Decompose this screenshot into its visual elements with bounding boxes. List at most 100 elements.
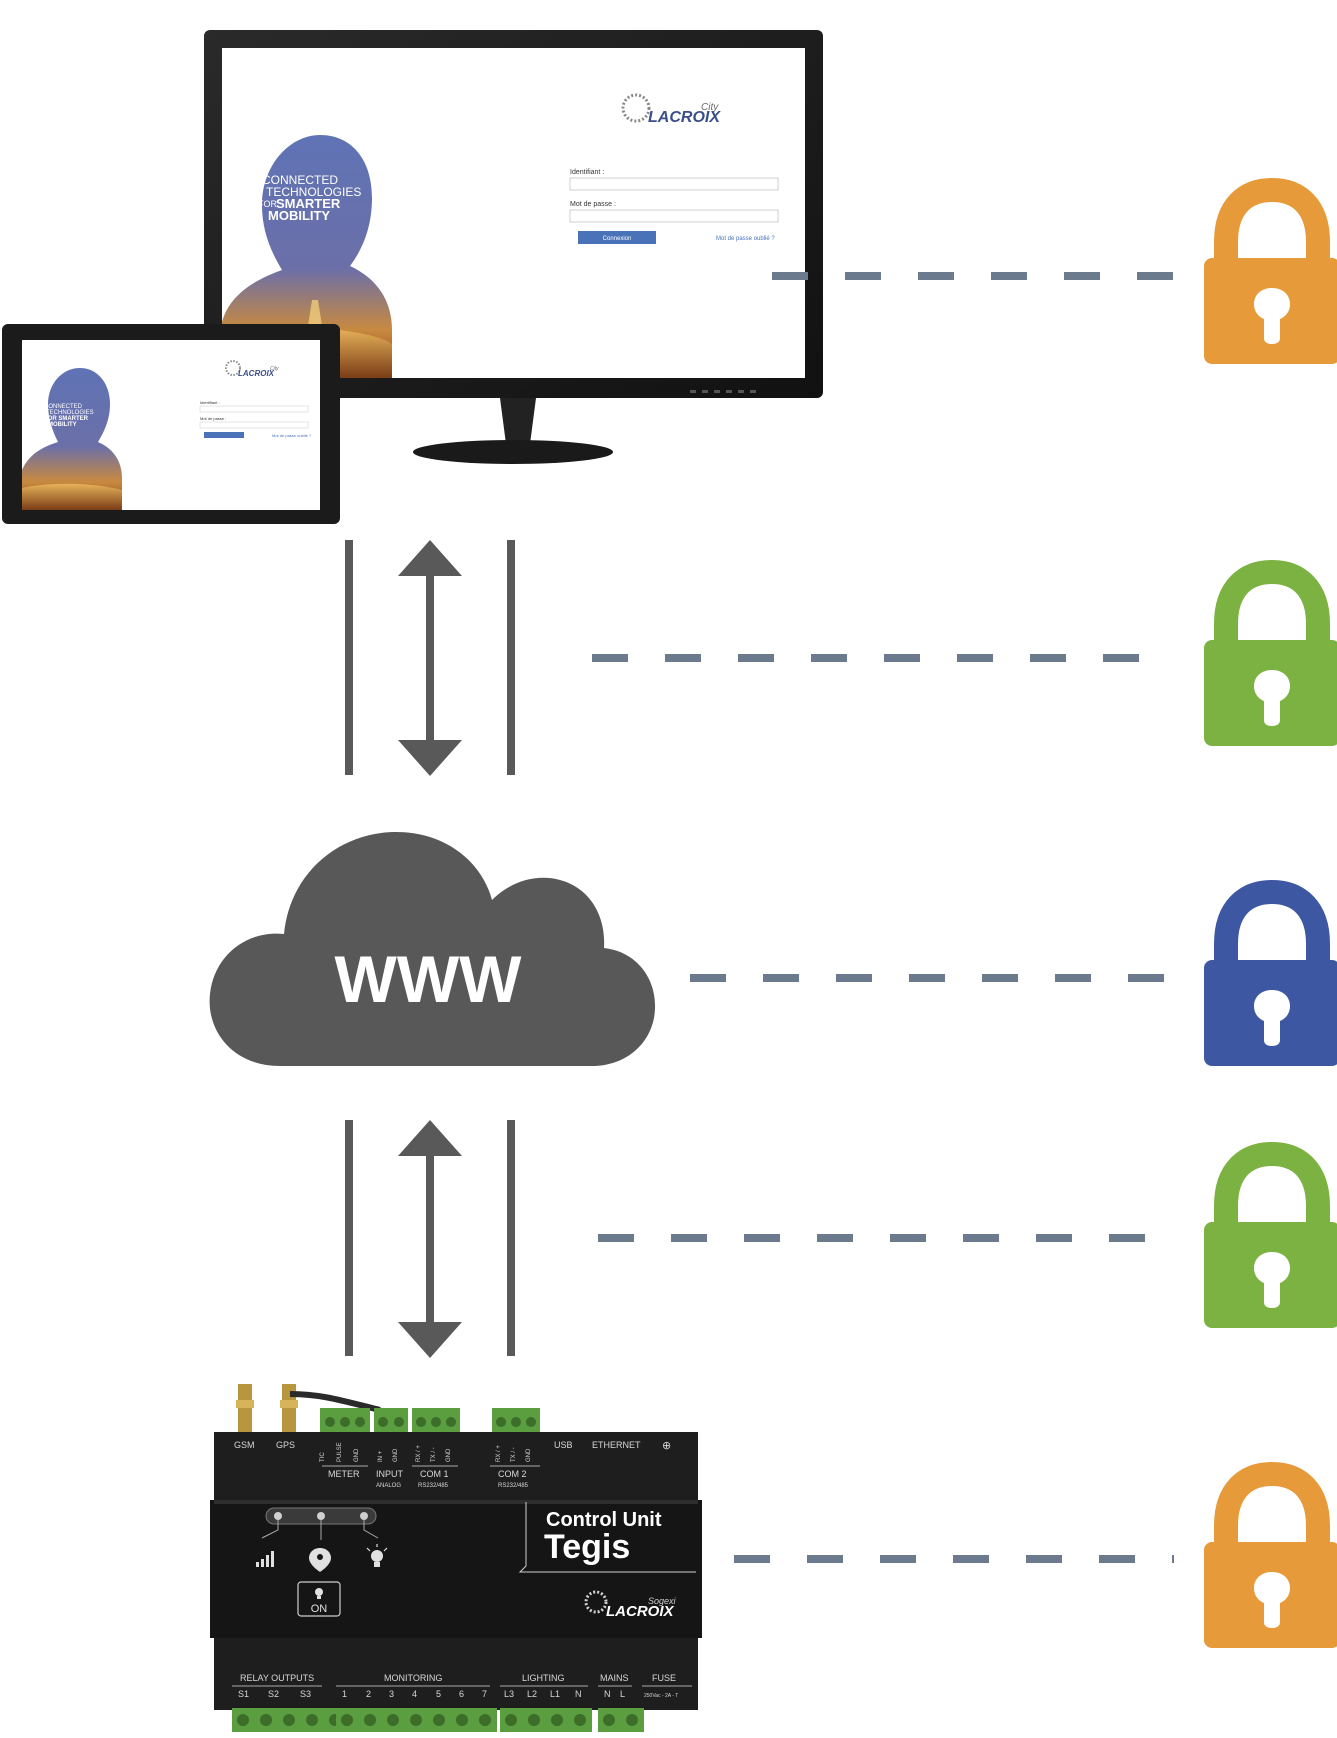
login-forgot-link[interactable]: Mot de passe oublié ? bbox=[716, 236, 775, 242]
svg-text:IN +: IN + bbox=[378, 1450, 384, 1462]
tablet-silhouette bbox=[22, 368, 122, 510]
svg-text:LACROIX: LACROIX bbox=[238, 369, 275, 378]
svg-text:USB: USB bbox=[554, 1440, 573, 1450]
status-leds bbox=[261, 1507, 379, 1540]
lacroix-logo-icon-controller bbox=[584, 1590, 608, 1614]
monitor-base bbox=[413, 440, 613, 464]
svg-text:2: 2 bbox=[366, 1689, 371, 1699]
screen-brand: LACROIX bbox=[648, 109, 721, 126]
tablet-login-form: Identifiant : Mot de passe : Mot de pass… bbox=[199, 400, 312, 438]
svg-text:LIGHTING: LIGHTING bbox=[522, 1673, 565, 1683]
cloud-label: WWW bbox=[335, 942, 523, 1016]
control-unit: GSM GPS TIC PULSE GND IN + GND RX / + TX… bbox=[210, 1384, 702, 1732]
svg-text:FUSE: FUSE bbox=[652, 1673, 676, 1683]
controller-title-1: Control Unit bbox=[546, 1509, 662, 1531]
terminal-screw bbox=[574, 1714, 586, 1726]
lacroix-logo-icon bbox=[621, 93, 651, 123]
antenna-connectors bbox=[236, 1384, 381, 1432]
svg-text:6: 6 bbox=[459, 1689, 464, 1699]
terminal-screw bbox=[505, 1714, 517, 1726]
terminal-screw bbox=[306, 1714, 318, 1726]
svg-text:PULSE: PULSE bbox=[337, 1442, 343, 1462]
svg-text:3: 3 bbox=[389, 1689, 394, 1699]
svg-text:GSM: GSM bbox=[234, 1440, 255, 1450]
svg-text:7: 7 bbox=[482, 1689, 487, 1699]
login-label-id: Identifiant : bbox=[570, 169, 604, 176]
bottom-terminal-blocks bbox=[232, 1708, 644, 1732]
svg-text:S2: S2 bbox=[268, 1689, 279, 1699]
screen-tagline-3-for: FOR bbox=[258, 199, 277, 209]
padlock-icon bbox=[1204, 1461, 1337, 1648]
svg-text:4: 4 bbox=[412, 1689, 417, 1699]
login-button[interactable] bbox=[578, 231, 656, 244]
on-button[interactable] bbox=[297, 1581, 341, 1617]
terminal-screw bbox=[364, 1714, 376, 1726]
terminal-screw bbox=[626, 1714, 638, 1726]
on-label: ON bbox=[311, 1603, 328, 1615]
controller-top-body bbox=[214, 1432, 698, 1502]
login-password-input[interactable] bbox=[569, 209, 779, 223]
monitor-buttons bbox=[690, 390, 756, 393]
svg-text:L: L bbox=[620, 1689, 625, 1699]
login-button-label: Connexion bbox=[603, 236, 632, 242]
terminal-screw bbox=[528, 1714, 540, 1726]
screen-brand-sub: City bbox=[701, 102, 719, 113]
svg-text:MOBILITY: MOBILITY bbox=[48, 422, 77, 428]
svg-text:L3: L3 bbox=[504, 1689, 514, 1699]
svg-text:250Vac - 2A - T: 250Vac - 2A - T bbox=[644, 1693, 678, 1699]
svg-text:METER: METER bbox=[328, 1469, 360, 1479]
terminal-screw bbox=[456, 1714, 468, 1726]
signal-icon bbox=[256, 1551, 274, 1567]
svg-text:S3: S3 bbox=[300, 1689, 311, 1699]
login-id-input[interactable] bbox=[569, 177, 779, 191]
svg-text:TX / -: TX / - bbox=[511, 1447, 517, 1462]
svg-text:RX / +: RX / + bbox=[416, 1445, 422, 1462]
svg-text:GND: GND bbox=[393, 1448, 399, 1462]
dashed-connectors bbox=[592, 272, 1174, 1563]
controller-brand-sub: Sogexi bbox=[648, 1596, 677, 1606]
svg-text:INPUT: INPUT bbox=[376, 1469, 404, 1479]
svg-text:Identifiant :: Identifiant : bbox=[200, 400, 220, 405]
svg-text:RX / +: RX / + bbox=[496, 1445, 502, 1462]
desktop-monitor: CONNECTED TECHNOLOGIES FOR SMARTER MOBIL… bbox=[204, 30, 823, 464]
terminal-screw bbox=[433, 1714, 445, 1726]
svg-text:GND: GND bbox=[446, 1448, 452, 1462]
terminal-screw bbox=[387, 1714, 399, 1726]
padlock-icon bbox=[1204, 177, 1337, 364]
terminal-screw bbox=[603, 1714, 615, 1726]
screen-tagline-3: SMARTER bbox=[276, 196, 341, 211]
location-pin-icon bbox=[309, 1548, 331, 1572]
svg-text:5: 5 bbox=[436, 1689, 441, 1699]
terminal-screw bbox=[283, 1714, 295, 1726]
svg-text:N: N bbox=[575, 1689, 582, 1699]
svg-text:TIC: TIC bbox=[320, 1452, 326, 1462]
padlock-icon bbox=[1204, 879, 1337, 1066]
svg-text:City: City bbox=[270, 366, 279, 372]
terminal-screw bbox=[260, 1714, 272, 1726]
controller-brand: LACROIX bbox=[606, 1603, 674, 1620]
svg-text:MONITORING: MONITORING bbox=[384, 1673, 442, 1683]
svg-text:L1: L1 bbox=[550, 1689, 560, 1699]
padlock-icon bbox=[1204, 559, 1337, 746]
svg-text:RS232/485: RS232/485 bbox=[418, 1483, 449, 1489]
double-arrow-icon bbox=[345, 540, 515, 776]
screen-tagline-4: MOBILITY bbox=[268, 208, 330, 223]
monitor-neck bbox=[500, 398, 536, 444]
svg-text:GND: GND bbox=[354, 1448, 360, 1462]
svg-text:⊕: ⊕ bbox=[662, 1440, 671, 1452]
terminal-screw bbox=[237, 1714, 249, 1726]
controller-group-labels: METER INPUT COM 1 COM 2 ANALOG RS232/485… bbox=[322, 1465, 540, 1489]
tablet: CONNECTED TECHNOLOGIES FOR SMARTER MOBIL… bbox=[2, 324, 340, 524]
controller-bottom-labels: RELAY OUTPUTS MONITORING LIGHTING MAINS … bbox=[238, 1673, 678, 1699]
svg-text:S1: S1 bbox=[238, 1689, 249, 1699]
cloud-icon bbox=[209, 832, 656, 1066]
terminal-screw bbox=[551, 1714, 563, 1726]
padlocks bbox=[1204, 177, 1337, 1648]
bulb-icon bbox=[366, 1544, 388, 1567]
login-label-pw: Mot de passe : bbox=[570, 201, 616, 208]
svg-text:GPS: GPS bbox=[276, 1440, 295, 1450]
svg-text:Mot de passe oublié ?: Mot de passe oublié ? bbox=[272, 433, 312, 438]
svg-text:RS232/485: RS232/485 bbox=[498, 1483, 529, 1489]
terminal-screw bbox=[479, 1714, 491, 1726]
